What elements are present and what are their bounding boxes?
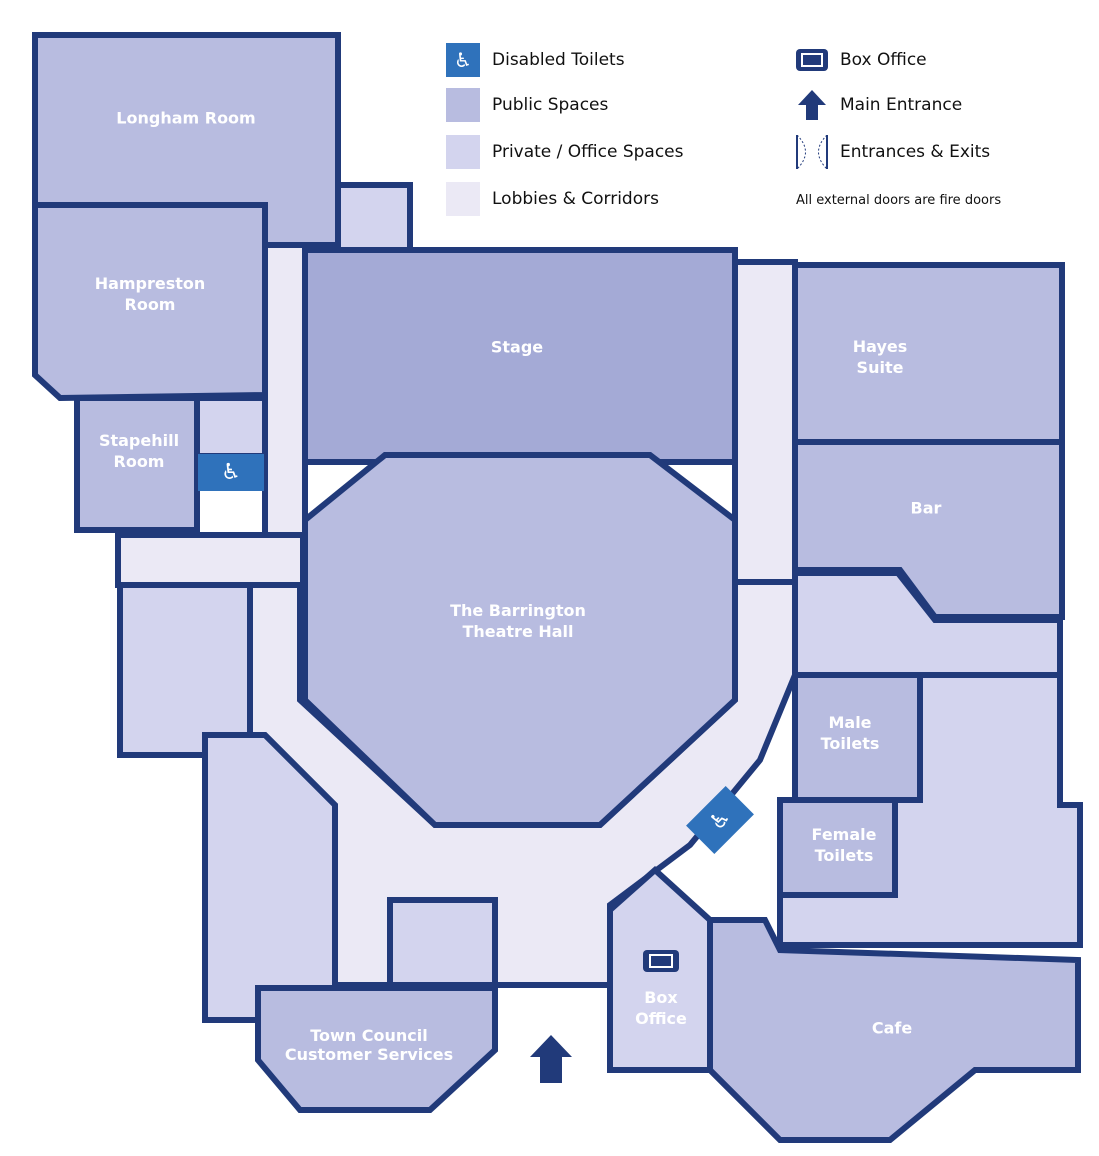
label-longham: Longham Room [116, 108, 256, 128]
box-office-icon [643, 950, 679, 972]
legend-entrances: Entrances & Exits [796, 135, 990, 169]
label-stapehill: Stapehill Room [98, 431, 180, 471]
north-store [335, 182, 413, 253]
lobby-swatch [446, 182, 480, 216]
legend-box-office: Box Office [796, 43, 927, 77]
legend-main-entrance: Main Entrance [796, 88, 962, 122]
label-cafe: Cafe [871, 1018, 913, 1038]
store-room [194, 395, 268, 459]
legend-lobbies: Lobbies & Corridors [446, 182, 659, 216]
cafe [707, 917, 1081, 1143]
label-hampreston: Hampreston Room [94, 274, 206, 314]
disabled-toilet-west: ♿ [198, 454, 264, 491]
legend-private: Private / Office Spaces [446, 135, 684, 169]
label-town-council: Town Council Customer Services [284, 1026, 454, 1064]
arrow-up-icon [798, 90, 826, 120]
legend-label: Public Spaces [492, 95, 609, 115]
legend-label: Disabled Toilets [492, 50, 625, 70]
office-west-1 [117, 582, 253, 758]
west-lobby [115, 532, 306, 588]
label-box-office: Box Office [635, 988, 687, 1028]
legend-label: Entrances & Exits [840, 142, 991, 162]
town-council [255, 985, 498, 1113]
legend-label: Box Office [840, 50, 927, 70]
legend-label: Lobbies & Corridors [492, 189, 659, 209]
public-swatch [446, 88, 480, 122]
label-male: Male Toilets [820, 713, 880, 753]
male-toilets [792, 672, 923, 803]
stage-area [302, 247, 738, 465]
ticket-icon [796, 49, 828, 71]
legend-disabled: ♿ Disabled Toilets [446, 43, 625, 77]
legend-label: Main Entrance [840, 95, 963, 115]
label-female: Female Toilets [811, 825, 877, 865]
stapehill-room [74, 395, 200, 533]
main-entrance-arrow [530, 1035, 572, 1083]
double-door-icon [796, 135, 828, 169]
label-stage: Stage [490, 337, 544, 357]
left-corridor [262, 242, 308, 548]
legend-label: Private / Office Spaces [492, 142, 684, 162]
office-south [387, 897, 498, 988]
theatre-hall [302, 452, 738, 828]
private-swatch [446, 135, 480, 169]
female-toilets [777, 797, 898, 898]
right-corridor [732, 259, 798, 585]
label-hayes: Hayes Suite [852, 337, 908, 377]
label-bar: Bar [910, 498, 942, 518]
label-theatre: The Barrington Theatre Hall [450, 601, 586, 641]
fire-doors-note: All external doors are fire doors [796, 193, 1002, 208]
office-west-2 [202, 732, 338, 1023]
hayes-suite [792, 262, 1065, 445]
disabled-icon: ♿ [446, 43, 480, 77]
legend-public: Public Spaces [446, 88, 608, 122]
